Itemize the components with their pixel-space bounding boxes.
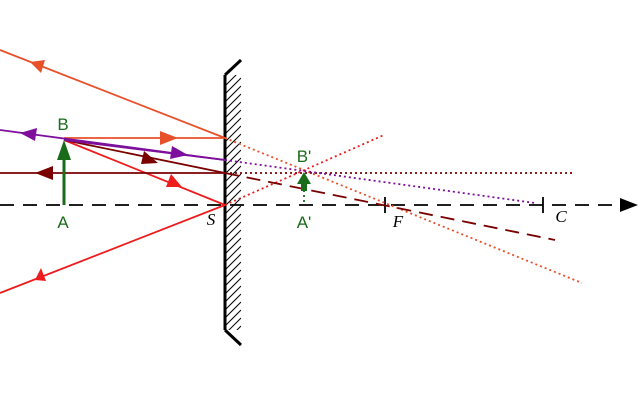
hatch-line: [236, 325, 241, 330]
label-focus: F: [392, 212, 404, 231]
hatch-line: [225, 205, 241, 223]
ray-arrowheads: [20, 60, 188, 281]
hatch-line: [225, 261, 241, 279]
virtual-ray-extensions: [224, 134, 583, 284]
label-center: C: [555, 207, 567, 226]
darkred-reflected-arrowhead-icon: [35, 166, 53, 180]
label-vertex: S: [207, 210, 216, 229]
hatch-line: [225, 301, 241, 319]
hatch-line: [225, 237, 241, 255]
hatch-line: [225, 285, 241, 303]
darkred-dashed-extension: [224, 172, 556, 241]
hatch-line: [228, 317, 241, 330]
orange-incident-arrowhead-icon: [160, 131, 178, 145]
hatch-line: [225, 133, 241, 151]
hatch-line: [225, 229, 241, 247]
optical-axis: [0, 197, 638, 213]
hatch-line: [225, 213, 241, 231]
hatch-line: [225, 109, 241, 127]
mirror-hatching: [225, 75, 241, 330]
diagram-labels: B A B' A' S F C: [57, 115, 567, 232]
red-extension: [224, 134, 385, 206]
hatch-line: [225, 141, 241, 159]
hatch-line: [225, 245, 241, 263]
hatch-line: [225, 293, 241, 311]
hatch-line: [225, 277, 241, 295]
hatch-line: [225, 77, 241, 95]
hatch-line: [225, 157, 241, 175]
red-ray-reflected: [0, 204, 226, 294]
hatch-line: [225, 269, 241, 287]
real-rays: [0, 49, 226, 294]
darkred-incident-arrowhead-icon: [141, 151, 158, 164]
hatch-line: [225, 125, 241, 143]
label-image-base: A': [297, 213, 312, 232]
hatch-line: [225, 75, 237, 87]
hatch-line: [225, 309, 241, 327]
orange-reflected-arrowhead-icon: [30, 60, 45, 73]
object-arrow: [57, 140, 71, 205]
hatch-line: [225, 117, 241, 135]
purple-extension: [224, 159, 536, 204]
purple-incident-arrowhead-icon: [170, 146, 188, 159]
label-object-top: B: [57, 115, 68, 134]
hatch-line: [225, 221, 241, 239]
object-arrowhead-icon: [57, 140, 71, 160]
red-reflected-arrowhead-icon: [35, 268, 46, 281]
hatch-line: [225, 101, 241, 119]
red-incident-arrowhead-icon: [166, 174, 182, 187]
hatch-line: [225, 253, 241, 271]
hatch-line: [225, 173, 241, 191]
image-arrowhead-icon: [297, 172, 311, 184]
hatch-line: [225, 85, 241, 103]
label-object-base: A: [57, 213, 69, 232]
purple-reflected-arrowhead-icon: [20, 128, 37, 141]
hatch-line: [225, 189, 241, 207]
convex-mirror: [223, 58, 243, 347]
hatch-line: [225, 149, 241, 167]
label-image-top: B': [297, 147, 312, 166]
hatch-line: [225, 197, 241, 215]
image-arrow: [297, 172, 311, 191]
orange-extension-upper: [224, 137, 583, 284]
hatch-line: [225, 181, 241, 199]
hatch-line: [225, 93, 241, 111]
axis-arrowhead-icon: [620, 198, 638, 212]
